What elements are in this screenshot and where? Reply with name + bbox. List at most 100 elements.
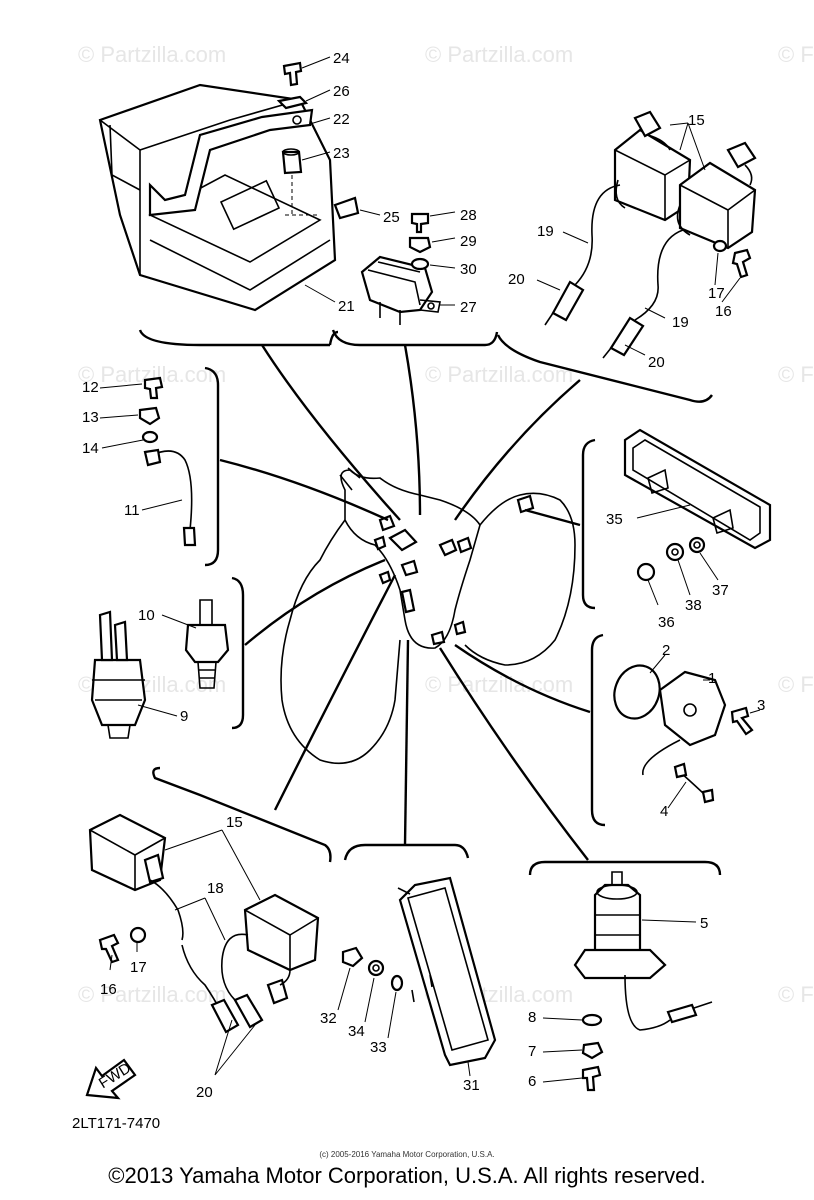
exploded-parts-diagram: © Partzilla.com © Partzilla.com © F © Pa…	[72, 42, 814, 1132]
nut	[341, 946, 364, 968]
callout-7: 7	[528, 1043, 536, 1060]
callout-20-top-right: 20	[648, 354, 665, 371]
group-bracket	[138, 329, 339, 347]
connector	[633, 110, 662, 138]
watermark: © Partzilla.com	[425, 42, 573, 67]
callout-21: 21	[338, 298, 355, 315]
callout-4: 4	[660, 803, 668, 820]
callout-3: 3	[757, 697, 765, 714]
connector	[266, 978, 289, 1005]
connector	[726, 141, 757, 169]
plug-cap	[233, 993, 264, 1029]
reflector	[398, 876, 497, 1067]
cdi-bracket	[148, 108, 314, 217]
callout-15-top: 15	[688, 112, 705, 129]
neutral-switch	[90, 658, 147, 727]
callout-35: 35	[606, 511, 623, 528]
bolt	[410, 212, 430, 234]
callout-38: 38	[685, 597, 702, 614]
rectifier-regulator-group	[331, 211, 499, 347]
watermark: © F	[778, 42, 814, 67]
callout-29: 29	[460, 233, 477, 250]
main-copyright: ©2013 Yamaha Motor Corporation, U.S.A. A…	[108, 1163, 706, 1188]
callout-10: 10	[138, 607, 155, 624]
high-tension-cord	[149, 879, 184, 941]
nut	[408, 236, 432, 254]
callout-labels: 24 26 22 23 25 28 29 30 27 21 15 19 20 1…	[82, 50, 765, 1101]
callout-26: 26	[333, 83, 350, 100]
callout-20-top-left: 20	[508, 271, 525, 288]
license-light	[623, 428, 772, 550]
callout-34: 34	[348, 1023, 365, 1040]
switch-group	[90, 576, 245, 739]
high-tension-cord	[220, 933, 249, 1001]
callout-16-bottom: 16	[100, 981, 117, 998]
plug-cap	[210, 998, 240, 1034]
washer	[141, 430, 159, 444]
watermark: © Partzilla.com	[425, 362, 573, 387]
washer	[712, 239, 728, 253]
screw	[730, 706, 754, 736]
callout-30: 30	[460, 261, 477, 278]
washer	[367, 959, 385, 977]
fwd-arrow: FWD	[85, 1058, 137, 1100]
callout-11: 11	[124, 502, 140, 519]
callout-28: 28	[460, 207, 477, 224]
callout-8: 8	[528, 1009, 536, 1026]
callout-27: 27	[460, 299, 477, 316]
ignition-coil	[678, 161, 757, 250]
ignition-coil-group-top	[496, 110, 757, 403]
cdi-unit-case	[98, 83, 337, 312]
fuel-sender-group	[528, 860, 722, 1092]
callout-9: 9	[180, 708, 188, 725]
washer	[410, 257, 430, 271]
high-tension-cord	[634, 229, 684, 321]
callout-22: 22	[333, 111, 350, 128]
callout-14: 14	[82, 440, 99, 457]
watermark: © Partzilla.com	[425, 672, 573, 697]
screw	[282, 61, 303, 87]
callout-17-bottom: 17	[130, 959, 147, 976]
o-ring	[613, 664, 661, 720]
ignition-coil	[243, 893, 320, 972]
washer	[581, 1013, 603, 1027]
rubber-damper	[281, 150, 303, 175]
sensor	[658, 670, 727, 747]
washer	[129, 926, 147, 944]
drawing-code: 2LT171-7470	[72, 1115, 160, 1132]
reflector-group	[337, 843, 497, 1077]
cdi-unit-group	[98, 56, 381, 347]
plug-cap	[609, 316, 645, 357]
nut	[636, 562, 656, 582]
ignition-coil-group-bottom	[88, 766, 332, 1076]
callout-6: 6	[528, 1073, 536, 1090]
washer	[276, 95, 309, 110]
watermark: © F	[778, 982, 814, 1007]
nut	[138, 406, 161, 426]
license-light-group	[581, 428, 772, 610]
callout-19-top-right: 19	[672, 314, 689, 331]
callout-31: 31	[463, 1077, 480, 1094]
callout-20-bottom: 20	[196, 1084, 213, 1101]
callout-36: 36	[658, 614, 675, 631]
callout-15-bottom: 15	[226, 814, 243, 831]
callout-2: 2	[662, 642, 670, 659]
watermark: © F	[778, 672, 814, 697]
watermark: © F	[778, 362, 814, 387]
oil-level-switch	[184, 623, 230, 664]
earth-lead	[151, 450, 193, 531]
callout-33: 33	[370, 1039, 387, 1056]
callout-12: 12	[82, 379, 99, 396]
callout-19-top-left: 19	[537, 223, 554, 240]
washer	[665, 542, 685, 562]
washer	[688, 536, 706, 554]
callout-1: 1	[708, 670, 716, 687]
high-tension-cord	[574, 184, 621, 286]
sensor-group	[590, 633, 761, 827]
frame-silhouette	[280, 467, 576, 765]
earth-lead-group	[99, 366, 220, 567]
nut	[581, 1041, 604, 1060]
callout-13: 13	[82, 409, 99, 426]
callout-16-top: 16	[715, 303, 732, 320]
clip	[333, 196, 360, 220]
